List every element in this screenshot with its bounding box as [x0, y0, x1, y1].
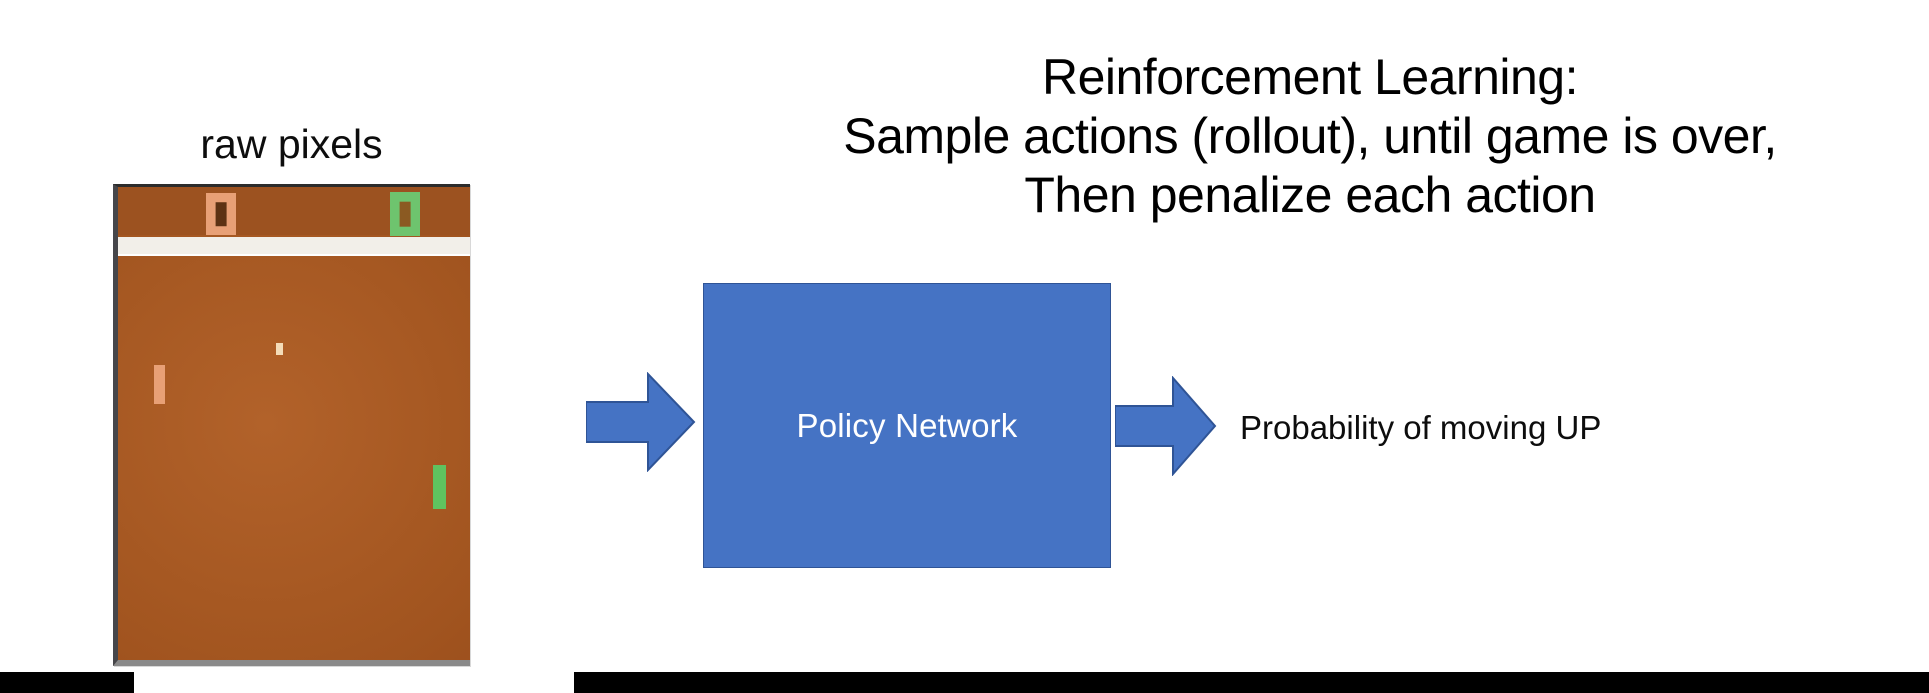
pong-ball	[276, 343, 283, 355]
policy-network-box[interactable]: Policy Network	[703, 283, 1111, 568]
bottom-bar-left	[0, 672, 134, 693]
output-arrow-icon	[1115, 376, 1217, 476]
pong-score-right	[390, 192, 420, 236]
pong-paddle-right	[433, 465, 446, 509]
raw-pixels-caption: raw pixels	[200, 121, 383, 167]
pong-score-left	[206, 193, 236, 235]
pong-paddle-left	[154, 365, 165, 404]
pong-divider-line	[118, 237, 470, 256]
pong-playfield	[118, 187, 470, 660]
input-arrow-icon	[586, 372, 696, 472]
headline: Reinforcement Learning: Sample actions (…	[690, 48, 1929, 225]
digit-zero-glyph	[399, 201, 411, 227]
digit-zero-glyph	[215, 202, 227, 226]
headline-line-1: Reinforcement Learning:	[1041, 49, 1579, 105]
policy-network-label: Policy Network	[796, 406, 1018, 444]
output-label: Probability of moving UP	[1240, 409, 1602, 446]
headline-line-2: Sample actions (rollout), until game is …	[843, 108, 1777, 164]
pong-screenshot	[113, 184, 470, 666]
headline-line-3: Then penalize each action	[1024, 167, 1596, 223]
bottom-bar-right	[574, 672, 1929, 693]
